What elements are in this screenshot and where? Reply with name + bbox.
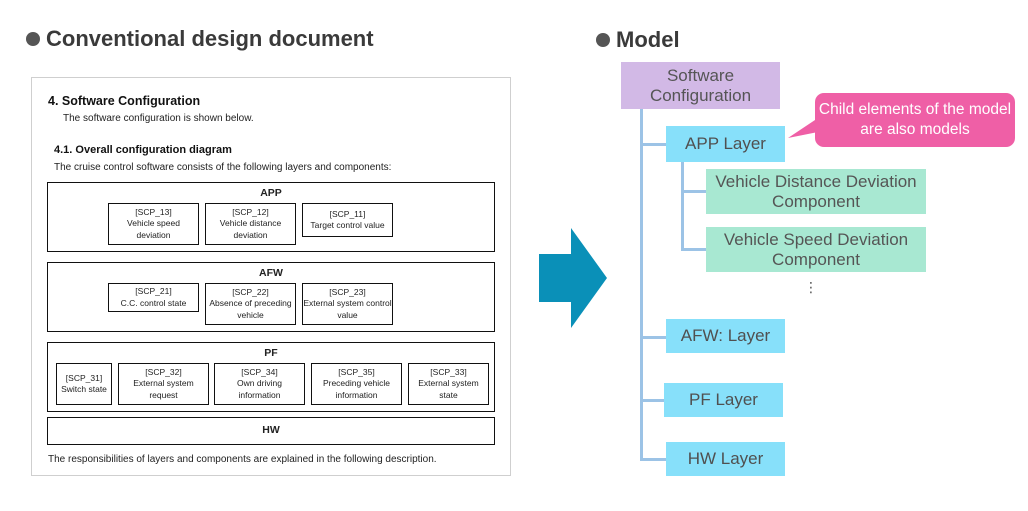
component-label: Switch state [61, 384, 107, 394]
model-component-box: Vehicle Distance Deviation Component [706, 169, 926, 214]
component-box: [SCP_23] External system control value [302, 283, 393, 325]
model-heading: Model [596, 27, 680, 53]
component-id: [SCP_13] [135, 206, 172, 217]
model-component-box: Vehicle Speed Deviation Component [706, 227, 926, 272]
subsection-intro: The cruise control software consists of … [54, 162, 392, 173]
component-box: [SCP_34] Own driving information [214, 363, 305, 405]
subsection-title: 4.1. Overall configuration diagram [54, 144, 232, 156]
component-box: [SCP_13] Vehicle speed deviation [108, 203, 199, 245]
model-app-layer-box: APP Layer [666, 126, 785, 162]
component-id: [SCP_21] [135, 286, 172, 296]
layer-title: HW [262, 424, 280, 436]
component-id: [SCP_12] [232, 206, 269, 217]
model-component-label: Vehicle Distance Deviation Component [715, 171, 917, 211]
component-label: Absence of preceding vehicle [209, 298, 292, 320]
tree-sub-trunk-line [681, 161, 684, 250]
component-box: [SCP_21] C.C. control state [108, 283, 199, 312]
component-id: [SCP_31] [65, 372, 103, 383]
model-hw-layer-label: HW Layer [687, 449, 764, 468]
component-box: [SCP_33] External system state [408, 363, 489, 405]
model-component-label: Vehicle Speed Deviation Component [723, 229, 909, 269]
component-id: [SCP_32] [145, 366, 182, 377]
component-box: [SCP_32] External system request [118, 363, 209, 405]
tree-branch-line [640, 336, 666, 339]
tree-branch-line [640, 399, 664, 402]
section-intro: The software configuration is shown belo… [63, 113, 254, 124]
component-id: [SCP_23] [329, 286, 366, 297]
model-app-layer-label: APP Layer [685, 134, 766, 153]
model-pf-layer-box: PF Layer [664, 383, 783, 417]
document-footer: The responsibilities of layers and compo… [48, 454, 437, 465]
right-arrow-icon [539, 228, 607, 328]
layer-title: PF [264, 347, 278, 359]
bullet-icon [26, 32, 40, 46]
component-label: Vehicle speed deviation [127, 218, 180, 240]
component-box: [SCP_11] Target control value [302, 203, 393, 237]
component-box: [SCP_31] Switch state [56, 363, 112, 405]
more-ellipsis-icon: ⋮ [804, 279, 818, 295]
section-title: 4. Software Configuration [48, 94, 201, 108]
component-label: Target control value [310, 220, 385, 230]
component-label: Own driving information [237, 378, 282, 400]
tree-branch-line [640, 458, 666, 461]
callout-note: Child elements of the model are also mod… [815, 93, 1015, 147]
model-heading-text: Model [616, 27, 680, 52]
component-box: [SCP_35] Preceding vehicle information [311, 363, 402, 405]
model-root-label: Software Configuration [649, 65, 752, 105]
component-box: [SCP_22] Absence of preceding vehicle [205, 283, 296, 325]
model-afw-layer-box: AFW: Layer [666, 319, 785, 353]
model-root-box: Software Configuration [621, 62, 780, 109]
component-label: Preceding vehicle information [322, 378, 391, 400]
component-label: External system request [133, 378, 194, 400]
doc-layer-hw: HW [47, 417, 495, 445]
model-afw-layer-label: AFW: Layer [680, 326, 771, 345]
model-pf-layer-label: PF Layer [689, 390, 758, 409]
component-id: [SCP_34] [241, 366, 278, 377]
doc-layer-pf: PF [SCP_31] Switch state [SCP_32] Extern… [47, 342, 495, 412]
component-id: [SCP_33] [430, 366, 467, 377]
component-id: [SCP_11] [329, 208, 366, 219]
component-label: Vehicle distance deviation [219, 218, 282, 240]
design-document: 4. Software Configuration The software c… [31, 77, 511, 476]
doc-layer-app: APP [SCP_13] Vehicle speed deviation [SC… [47, 182, 495, 252]
model-hw-layer-box: HW Layer [666, 442, 785, 476]
component-label: C.C. control state [120, 297, 187, 308]
doc-heading-text: Conventional design document [46, 26, 374, 51]
component-box: [SCP_12] Vehicle distance deviation [205, 203, 296, 245]
tree-sub-branch-line [681, 190, 706, 193]
component-id: [SCP_22] [232, 286, 269, 297]
bullet-icon [596, 33, 610, 47]
layer-title: APP [260, 187, 282, 199]
component-label: External system state [418, 378, 479, 400]
tree-sub-branch-line [681, 248, 706, 251]
tree-trunk-line [640, 109, 643, 460]
component-label: External system control value [303, 298, 392, 320]
tree-branch-line [640, 143, 666, 146]
callout-text: Child elements of the model are also mod… [818, 101, 1012, 138]
component-id: [SCP_35] [338, 366, 375, 377]
callout-pointer-icon [788, 118, 818, 138]
layer-title: AFW [259, 267, 283, 279]
doc-heading: Conventional design document [26, 26, 374, 52]
doc-layer-afw: AFW [SCP_21] C.C. control state [SCP_22]… [47, 262, 495, 332]
